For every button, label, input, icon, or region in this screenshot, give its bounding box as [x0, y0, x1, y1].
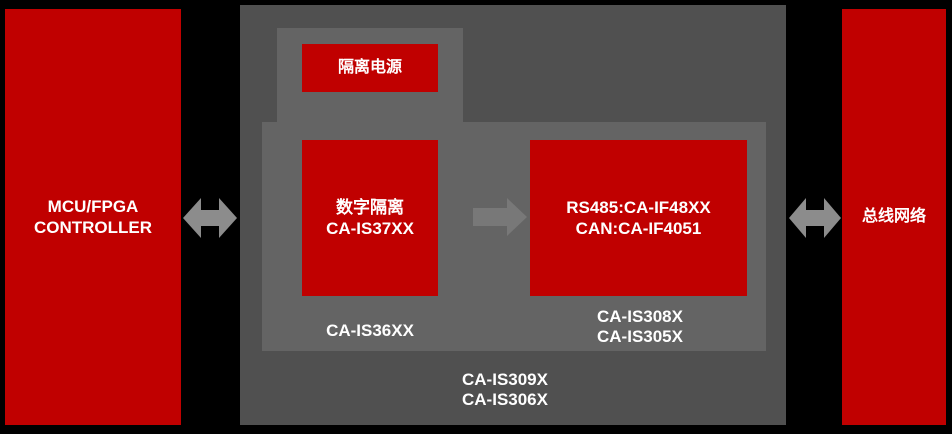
- ca-is306x-label: CA-IS306X: [462, 390, 548, 410]
- inner-container-sublabel: CA-IS308X CA-IS305X: [540, 307, 740, 348]
- transceiver-block: RS485:CA-IF48XX CAN:CA-IF4051: [530, 140, 747, 296]
- mcu-fpga-label: MCU/FPGA: [47, 196, 139, 216]
- right-arrow-icon: [473, 198, 527, 236]
- outer-container-label: CA-IS309X CA-IS306X: [405, 370, 605, 411]
- isolated-power-label: 隔离电源: [337, 59, 402, 76]
- controller-label: CONTROLLER: [33, 218, 153, 237]
- bus-network-label: 总线网络: [861, 208, 926, 225]
- digital-isolation-label: 数字隔离: [336, 197, 404, 217]
- inner-container-label: CA-IS36XX: [326, 321, 414, 340]
- right-double-arrow-icon: [789, 198, 841, 238]
- isolated-power-block: 隔离电源: [302, 44, 438, 92]
- digital-isolation-block: 数字隔离 CA-IS37XX: [302, 140, 438, 296]
- ca-is305x-label: CA-IS305X: [597, 327, 683, 347]
- ca-is309x-label: CA-IS309X: [462, 370, 548, 389]
- mcu-fpga-controller-block: MCU/FPGA CONTROLLER: [5, 9, 181, 425]
- can-label: CAN:CA-IF4051: [575, 219, 702, 238]
- left-double-arrow-icon: [183, 198, 237, 238]
- rs485-label: RS485:CA-IF48XX: [566, 197, 711, 217]
- digital-isolation-part: CA-IS37XX: [326, 219, 414, 238]
- bus-network-block: 总线网络: [842, 9, 946, 425]
- ca-is308x-label: CA-IS308X: [597, 307, 683, 326]
